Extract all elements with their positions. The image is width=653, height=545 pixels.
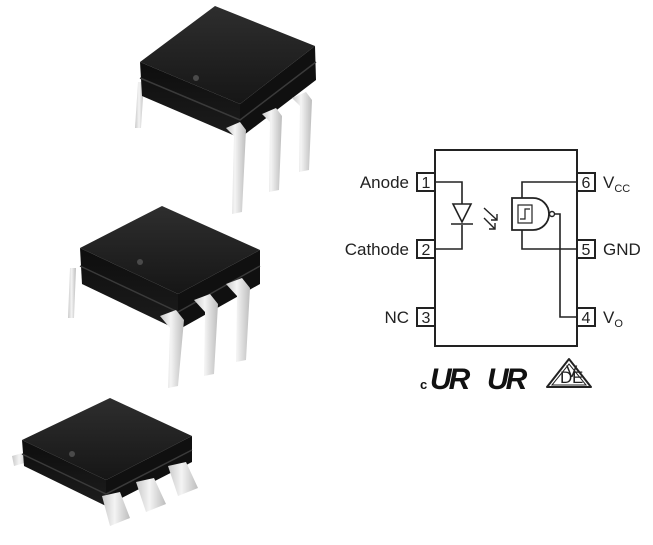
pin-6-label-main: V <box>603 173 615 192</box>
svg-text:UR: UR <box>430 363 471 396</box>
pin-6-number: 6 <box>582 175 591 192</box>
pin-5-label: GND <box>603 240 641 259</box>
cul-recognized-mark-icon: c UR <box>420 363 474 396</box>
pin-6-label: VCC <box>603 173 630 195</box>
smd6-package-photo <box>12 398 198 526</box>
ul-recognized-mark-icon: UR <box>487 363 531 396</box>
pin-3-number: 3 <box>422 310 431 327</box>
pin-5-number: 5 <box>582 242 591 259</box>
pin-1-label: Anode <box>360 173 409 192</box>
package-outline <box>434 149 578 347</box>
pin-4-label-main: V <box>603 308 615 327</box>
svg-text:UR: UR <box>487 363 528 396</box>
pin-4-number: 4 <box>582 310 591 327</box>
pin-1-number: 1 <box>422 175 431 192</box>
pin-4-label: VO <box>603 308 623 330</box>
light-emission-arrows-icon <box>483 207 498 230</box>
dip6-package-photo-1 <box>135 6 317 214</box>
pinout-schematic <box>416 149 596 347</box>
photo-detector-gate-symbol <box>511 181 577 318</box>
svg-text:E: E <box>572 368 583 387</box>
svg-text:c: c <box>420 377 427 392</box>
svg-text:V: V <box>566 362 578 381</box>
led-diode-symbol <box>435 181 473 250</box>
vde-mark-icon: D V E <box>546 358 592 388</box>
pin-3-box <box>416 307 436 327</box>
pin-4-label-sub: O <box>614 318 623 330</box>
pin-2-label: Cathode <box>345 240 409 259</box>
dip6-package-photo-2 <box>68 206 261 388</box>
svg-text:D: D <box>560 368 572 387</box>
pin-3-label: NC <box>384 308 409 327</box>
pin-2-number: 2 <box>422 242 431 259</box>
pin-6-label-sub: CC <box>614 183 630 195</box>
